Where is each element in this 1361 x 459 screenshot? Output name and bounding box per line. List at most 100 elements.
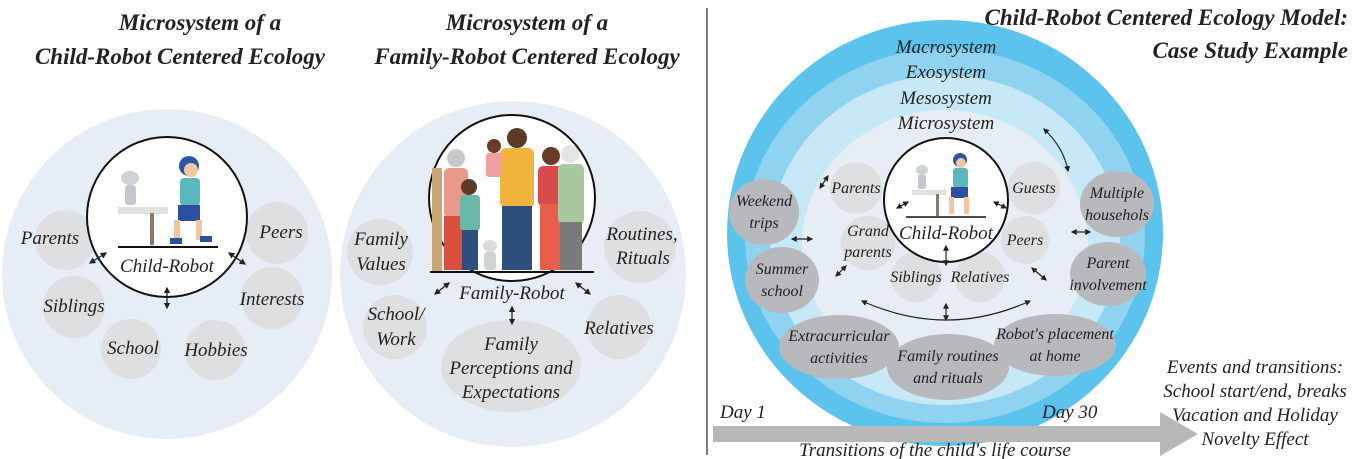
arrow-meso-parents [819,175,829,189]
node-peers-label: Peers [258,222,302,243]
father-body [500,148,534,208]
micro-grand-label-line2: parents [843,244,891,261]
father-head [507,128,527,148]
child-boy-legs [462,230,478,270]
panel3-title-line1: Child-Robot Centered Ecology Model: [984,5,1348,30]
panel1-title-line1: Microsystem of a [118,10,281,35]
layer-mesosystem-label: Mesosystem [899,88,992,109]
outer-summer-label-line1: Summer [756,261,809,278]
mother-legs [540,204,562,270]
arrow-peers [227,252,247,265]
node-perceptions-label-line3: Expectations [461,382,560,403]
table-leg [150,213,154,245]
node-routines-label-line2: Rituals [615,248,670,269]
arrow-parent-involvement [1031,267,1047,281]
micro-parents-bubble [830,162,882,214]
child-shirt [180,178,200,206]
micro-relatives-bubble [955,252,1005,302]
outer-multiple-label-line1: Multiple [1089,185,1144,202]
robot-head [121,171,139,185]
child-shorts [178,205,200,221]
outer-extra-label-line2: activities [810,350,868,367]
node-school-work-label-line1: School/ [368,304,427,325]
node-siblings-bubble [43,276,105,338]
node-interests-bubble [241,267,303,329]
background-wood [432,168,442,272]
node-routines-label-line1: Routines, [605,224,677,245]
child-leg-left [174,220,180,240]
layer-exosystem-label: Exosystem [905,62,986,83]
timeline-end-label: Day 30 [1041,402,1098,423]
node-peers-bubble [246,202,308,264]
small-robot-head [483,240,497,252]
child-shoe-right [200,236,212,242]
table-top [118,207,168,214]
micro-guests-label: Guests [1012,180,1056,197]
micro-grandparents-bubble [841,216,895,270]
panel3-title-line2: Case Study Example [1152,38,1348,63]
case-child-shirt [953,168,968,188]
outer-summer-bubble [745,247,819,313]
core-label-family-robot: Family-Robot [458,283,565,304]
case-child-shorts [951,187,968,198]
timeline-caption: Transitions of the child's life course [799,440,1071,459]
family-illustration [430,128,594,273]
child-leg-right [196,220,202,240]
node-perceptions-bubble [441,320,581,412]
grandpa-legs [560,222,582,270]
small-robot-body [484,252,496,270]
outer-summer-label-line2: school [761,283,803,300]
child-robot-illustration [118,156,218,248]
case-child-leg-right [964,197,969,214]
events-line1: School start/end, breaks [1163,381,1346,402]
timeline-arrow [713,412,1198,456]
node-school-work-bubble [363,295,427,359]
arrow-school-work [433,282,451,295]
node-parents-label: Parents [20,228,79,249]
arrow-peers [992,201,1008,209]
case-robot-head [916,165,928,175]
robot-body [125,185,136,205]
arrow-meso-multiple [1043,128,1071,173]
layer-microsystem-label: Microsystem [897,113,994,134]
panel1-title-line2: Child-Robot Centered Ecology [35,44,326,69]
child-face [184,163,198,177]
node-family-values-label-line2: Values [356,254,406,275]
panel-case-study-model: Child-Robot Centered Ecology Model: Case… [713,5,1348,459]
grandpa-body [558,164,584,224]
outer-routines-label-line2: and rituals [913,370,983,387]
node-parents-bubble [35,210,95,270]
case-child-robot-illustration [906,153,986,218]
mother-head [542,147,560,165]
outer-parent-label-line1: Parent [1086,255,1131,272]
case-child-leg-left [949,197,954,214]
node-perceptions-label-line2: Perceptions and [448,358,573,379]
panel-family-robot-microsystem: Microsystem of a Family-Robot Centered E… [340,10,686,447]
case-robot-body [918,175,926,189]
outer-multiple-label-line2: househols [1085,207,1149,224]
micro-siblings-label: Siblings [890,269,942,286]
node-interests-label: Interests [239,289,305,310]
micro-grand-label-line1: Grand [847,223,890,240]
child-boy-head [461,179,477,195]
outer-weekend-label-line2: trips [749,215,778,232]
outer-parent-involvement-bubble [1070,242,1146,306]
girl-body [486,153,502,177]
panel2-title-line1: Microsystem of a [445,10,608,35]
panel-child-robot-microsystem: Microsystem of a Child-Robot Centered Ec… [2,10,332,439]
arrow-grandparents [895,201,910,209]
outer-extra-label-line1: Extracurricular [787,328,890,345]
micro-guests-bubble [1008,162,1060,214]
child-boy-body [460,195,480,231]
node-siblings-label: Siblings [43,296,104,317]
node-family-values-bubble [347,219,413,285]
micro-peers-label: Peers [1006,232,1043,249]
grandpa-head [561,145,579,163]
outer-family-routines-bubble [887,334,1009,400]
events-line3: Novelty Effect [1200,429,1309,450]
case-core-label: Child-Robot [899,223,994,244]
outer-placement-label-line2: at home [1029,348,1080,365]
node-routines-bubble [604,211,676,283]
case-child-face [956,158,966,168]
